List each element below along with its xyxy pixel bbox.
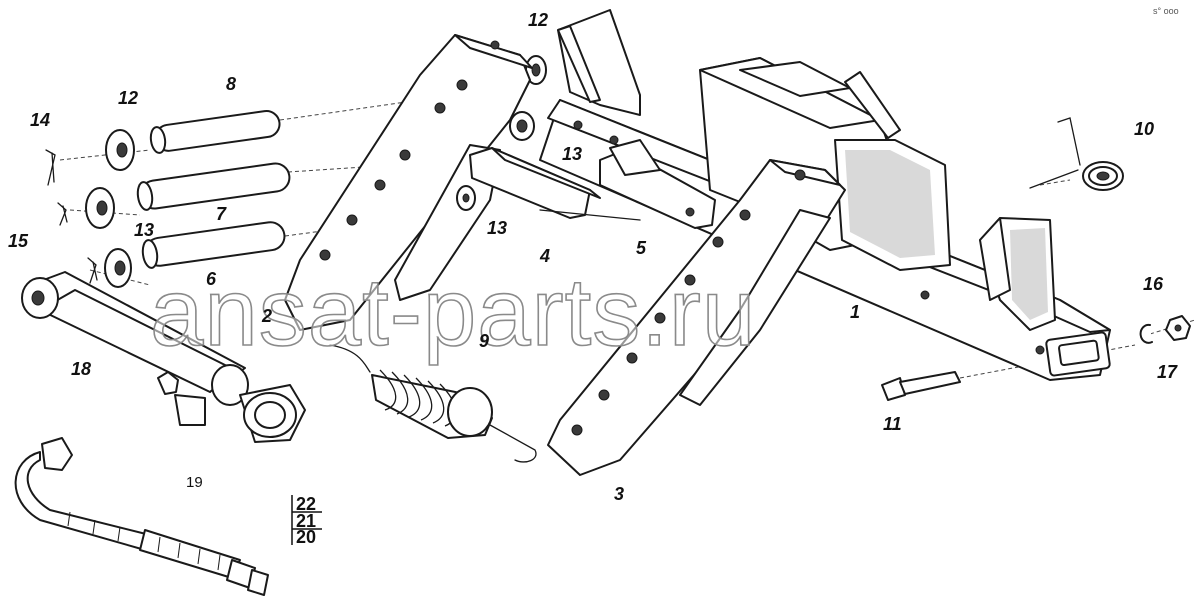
hydraulic-cylinder-part-18 xyxy=(21,271,306,443)
cotter-pin-part-15-lower xyxy=(87,257,98,284)
nut-part-17 xyxy=(1165,315,1191,341)
tension-spring-part-9 xyxy=(329,344,537,463)
label-11: 11 xyxy=(883,414,902,434)
lift-arm-part-2 xyxy=(284,34,533,331)
label-17: 17 xyxy=(1157,362,1178,382)
label-7: 7 xyxy=(216,204,227,224)
bolt-part-11 xyxy=(881,371,961,401)
washer-part-13-left-lower xyxy=(104,248,132,288)
pin-part-6 xyxy=(141,221,286,269)
label-13-left: 13 xyxy=(134,220,154,240)
pin-part-8 xyxy=(149,110,281,154)
bracket-part-5 xyxy=(599,139,716,229)
washer-part-13-middle xyxy=(456,185,476,211)
label-16: 16 xyxy=(1143,274,1164,294)
washer-part-12-upper xyxy=(509,55,547,141)
label-8: 8 xyxy=(226,74,236,94)
hose-part-19 xyxy=(14,437,269,596)
lift-arm-part-3 xyxy=(547,159,846,476)
label-13-lower-center: 13 xyxy=(487,218,507,238)
washer-part-12-left xyxy=(105,129,135,171)
label-4: 4 xyxy=(539,246,550,266)
corner-mark: s° ооо xyxy=(1153,6,1179,16)
cotter-pin-part-14 xyxy=(45,149,56,186)
label-15: 15 xyxy=(8,231,29,251)
torsion-spring-part-10 xyxy=(1029,117,1124,191)
lock-washer-part-16 xyxy=(1139,323,1153,344)
label-22: 22 xyxy=(296,494,316,514)
pin-part-7 xyxy=(136,162,291,211)
label-13-center: 13 xyxy=(562,144,582,164)
watermark: ansat-parts.ru xyxy=(150,259,756,366)
label-12-left: 12 xyxy=(118,88,138,108)
label-5: 5 xyxy=(636,238,647,258)
label-6: 6 xyxy=(206,269,217,289)
label-19: 19 xyxy=(186,474,203,491)
label-12-top: 12 xyxy=(528,10,548,30)
label-9: 9 xyxy=(479,331,489,351)
label-1: 1 xyxy=(850,302,860,322)
label-21: 21 xyxy=(296,511,316,531)
cotter-pin-part-15-upper xyxy=(57,202,68,226)
label-10: 10 xyxy=(1134,119,1154,139)
stacked-label-20-21-22 xyxy=(291,495,322,545)
label-14: 14 xyxy=(30,110,50,130)
washer-part-13-left-upper xyxy=(85,187,115,229)
label-3: 3 xyxy=(614,484,624,504)
label-2: 2 xyxy=(261,306,272,326)
label-20: 20 xyxy=(296,527,316,547)
bracket-part-4 xyxy=(469,147,641,221)
label-18: 18 xyxy=(71,359,91,379)
part-labels: 1 2 3 4 5 6 7 8 9 10 11 12 12 13 13 13 1… xyxy=(8,10,1178,547)
